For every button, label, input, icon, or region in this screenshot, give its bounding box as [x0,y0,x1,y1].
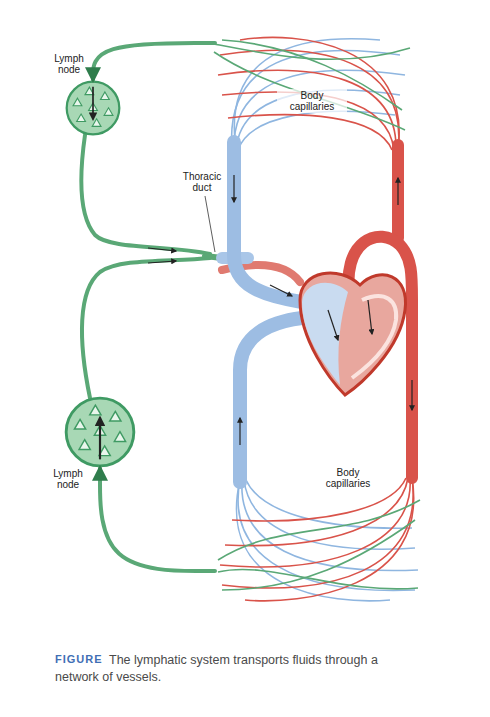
leader-line [205,196,215,252]
figure-tag: FIGURE [55,654,115,665]
flow-arrow [368,300,372,334]
follicle [92,119,101,127]
blood-vessel [240,318,302,482]
capillary-network [218,500,420,560]
region-label: Body capillaries [277,89,347,113]
capillary-network [232,50,400,150]
capillary-network [218,70,396,150]
capillary-network [218,569,418,588]
follicle [73,98,82,106]
lymph-node-outline [67,82,120,135]
capillary-network [234,39,380,150]
lymph-node: Lymph node [64,396,136,468]
follicle [104,108,113,116]
flow-arrow [397,178,398,205]
capillary-network [214,37,410,150]
node-label: Lymph node [47,53,91,75]
lymph-vessel [81,135,210,254]
region-label: Body capillaries [313,466,383,490]
capillary-network [214,52,405,130]
heart [352,296,396,378]
follicle [74,419,85,429]
follicle [79,440,90,450]
heart [300,273,406,395]
lymph-node: Lymph node [65,80,121,136]
flow-arrow [239,418,240,445]
capillary-network [220,478,410,567]
lymph-node-shape [65,80,121,136]
node-label: Lymph node [46,468,90,490]
lymph-node-shape [64,396,136,468]
flow-arrow [148,261,176,263]
follicle [90,405,101,415]
capillary-bed: Body capillaries [215,466,420,601]
flow-arrow [148,248,176,251]
lymph-node-outline [66,398,134,466]
flow-arrow [99,418,101,460]
flow-arrow [270,285,292,296]
lymph-vessel [100,468,215,571]
follicle [114,432,125,442]
lymph-vessel [82,258,210,398]
blood-vessel [234,142,302,302]
follicle [110,411,121,421]
flow-arrow [233,175,234,202]
capillary-bed: Body capillaries [215,35,410,147]
capillary-network [218,478,420,601]
flow-arrow [92,87,94,119]
capillary-network [228,115,392,150]
blood-vessel [392,145,404,238]
lymph-vessel [93,43,215,80]
capillary-network [222,520,415,590]
part-label: Thoracic duct [178,171,226,193]
heart [300,273,406,395]
flow-arrow [148,175,412,445]
figure-caption: The lymphatic system transports fluids t… [55,652,385,686]
flow-arrow [411,380,412,410]
capillary-network [220,50,399,150]
follicle [101,92,110,100]
blood-vessel [222,142,412,482]
heart [302,283,348,385]
capillary-network [222,478,413,588]
capillary-network [214,44,410,59]
follicle [77,114,86,122]
capillary-network [240,37,399,150]
flow-arrow [328,310,338,340]
